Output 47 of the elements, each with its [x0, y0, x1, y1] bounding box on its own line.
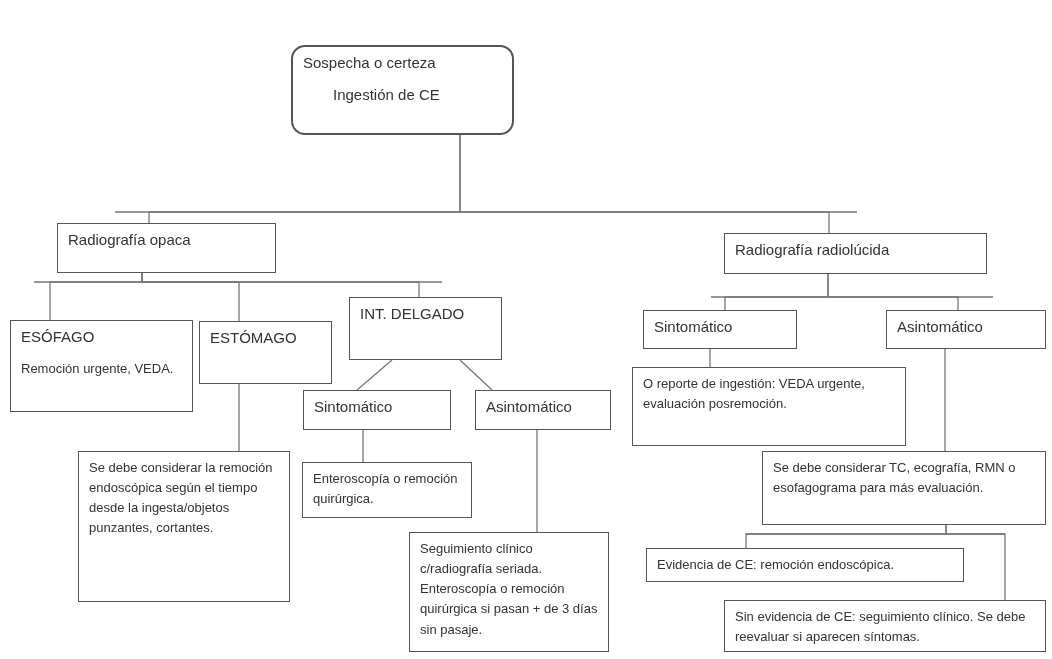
connector-line	[945, 524, 1006, 601]
heading-text: Asintomático	[897, 317, 984, 337]
body-text: Enteroscopía o remoción quirúrgica.	[313, 470, 459, 509]
body-text: Ingestión de CE	[332, 84, 441, 104]
body-text: Sin evidencia de CE: seguimiento clínico. Se debe reevaluar si aparecen síntomas.	[735, 608, 1027, 647]
connector-line	[459, 359, 493, 391]
note-box	[632, 367, 906, 446]
process-box	[349, 297, 502, 360]
note-box	[646, 548, 964, 582]
start-box	[291, 45, 514, 135]
heading-text: ESTÓMAGO	[210, 328, 298, 348]
heading-text: Radiografía opaca	[68, 230, 192, 250]
connector-line	[709, 348, 711, 368]
process-box	[199, 321, 332, 384]
heading-text: INT. DELGADO	[360, 304, 466, 324]
note-box	[724, 600, 1046, 652]
process-box	[57, 223, 276, 273]
body-text: Seguimiento clínico c/radiografía seriada. Enteroscopía o remoción quirúrgica si pasan + de 3 días sin pasaje.	[420, 540, 598, 639]
connector-line	[362, 429, 364, 463]
process-box	[475, 390, 611, 430]
connector-line	[459, 134, 830, 234]
note-box	[78, 451, 290, 602]
connector-line	[827, 273, 959, 311]
process-box	[10, 320, 193, 412]
note-box	[762, 451, 1046, 525]
process-box	[643, 310, 797, 349]
connector-line	[356, 359, 393, 391]
connector-line	[944, 348, 946, 452]
body-text: Evidencia de CE: remoción endoscópica.	[657, 556, 896, 574]
body-text: Remoción urgente, VEDA.	[21, 359, 175, 378]
process-box	[886, 310, 1046, 349]
process-box	[303, 390, 451, 430]
connector-line	[238, 383, 240, 452]
note-box	[409, 532, 609, 652]
process-box	[724, 233, 987, 274]
heading-text: Sintomático	[314, 397, 394, 417]
heading-text: Radiografía radiolúcida	[735, 240, 891, 260]
body-text: Se debe considerar TC, ecografía, RMN o esofagograma para más evaluación.	[773, 459, 1017, 498]
body-text: Se debe considerar la remoción endoscópica según el tiempo desde la ingesta/objetos punzantes, cortantes.	[89, 459, 274, 538]
heading-text: Asintomático	[486, 397, 573, 417]
connector-line	[536, 429, 538, 533]
connector-line	[141, 272, 420, 298]
note-box	[302, 462, 472, 518]
heading-text: ESÓFAGO	[21, 327, 96, 347]
heading-text: Sintomático	[654, 317, 734, 337]
heading-text: Sospecha o certeza	[303, 53, 437, 73]
body-text: O reporte de ingestión: VEDA urgente, evaluación posremoción.	[643, 375, 866, 414]
